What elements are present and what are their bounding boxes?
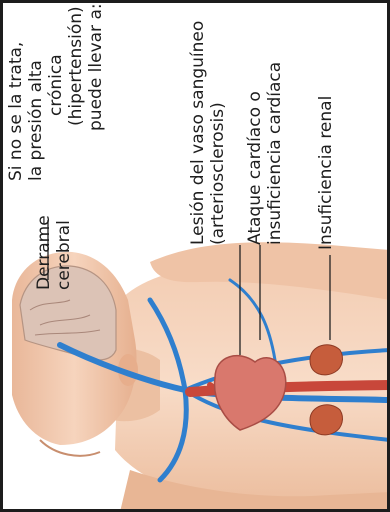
- label-stroke-1: Derrame: [36, 215, 54, 290]
- label-stroke-2: cerebral: [56, 215, 74, 290]
- label-kidney: Insuficiencia renal: [318, 85, 336, 250]
- intro-line: crónica: [48, 6, 66, 116]
- intro-line: la presión alta: [28, 6, 46, 181]
- intro-line: (hipertensión): [68, 6, 86, 126]
- label-arteriosclerosis-2: (arteriosclerosis): [210, 88, 228, 245]
- label-arteriosclerosis-1: Lesión del vaso sanguíneo: [190, 40, 208, 245]
- intro-line: puede llevar a:: [88, 6, 106, 131]
- label-heart-1: Ataque cardíaco o: [247, 90, 265, 245]
- label-heart-2: insuficiencia cardíaca: [267, 62, 285, 245]
- intro-line: Si no se la trata,: [8, 6, 26, 181]
